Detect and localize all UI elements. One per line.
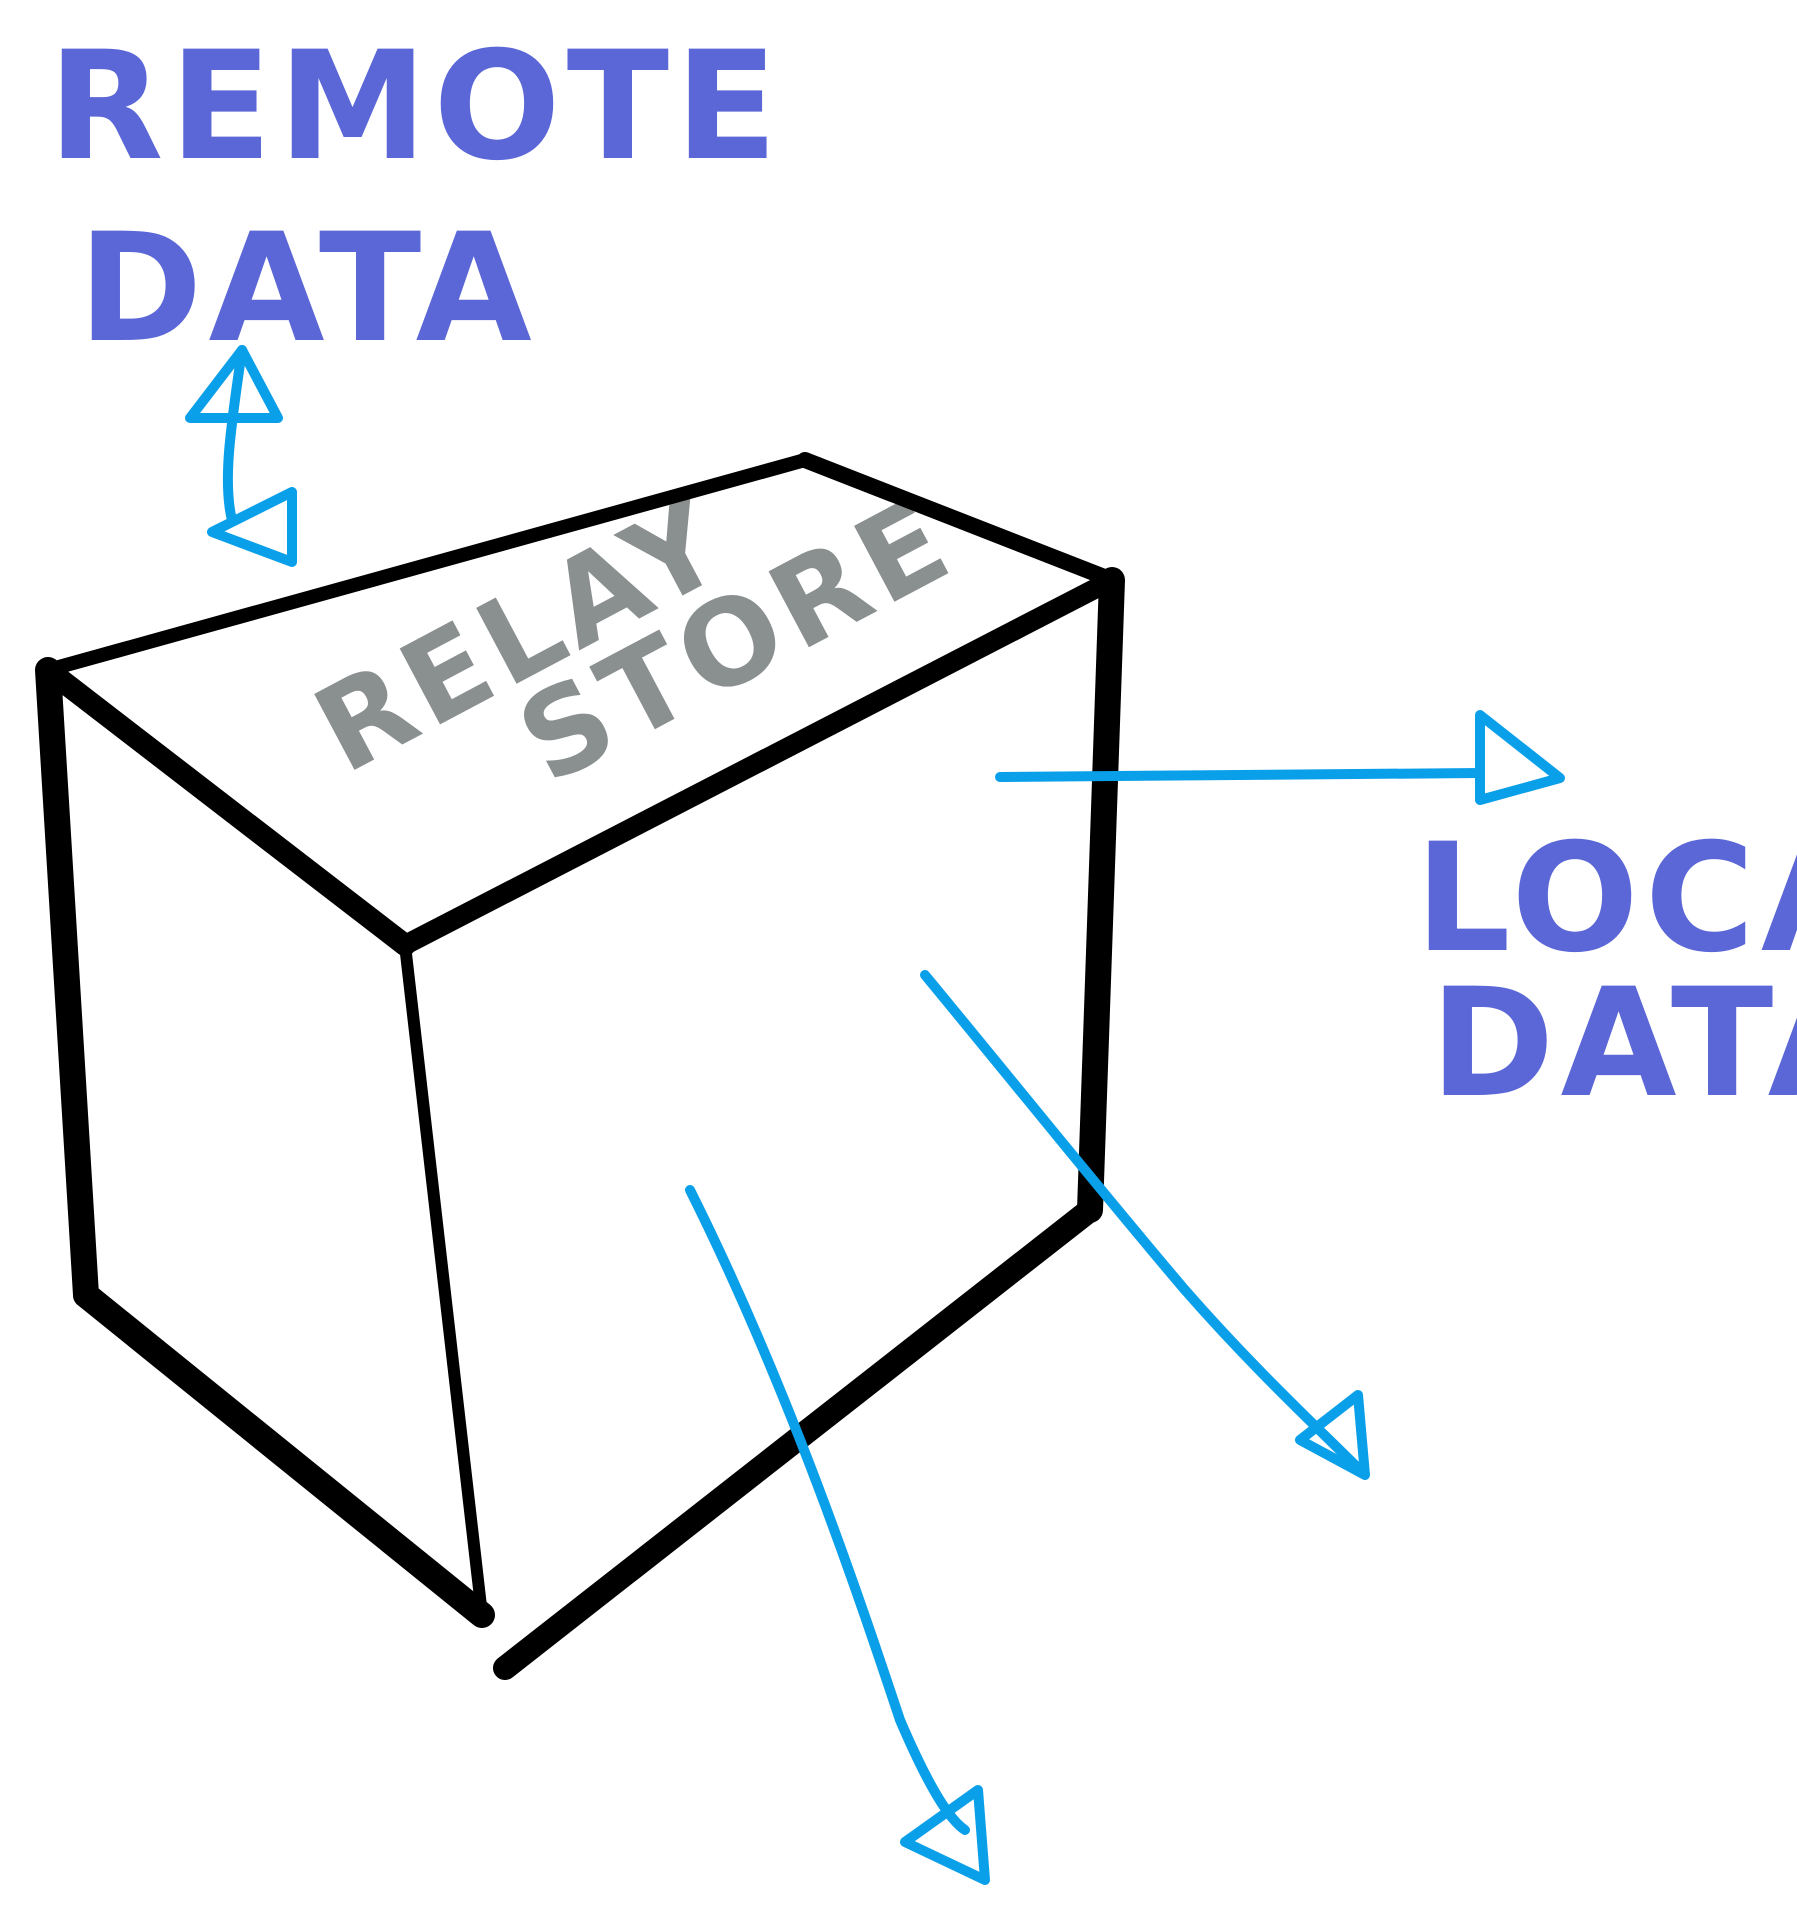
local-arrow-head <box>1475 710 1565 805</box>
remote-data-double-arrow <box>185 345 297 567</box>
remote-data-label-line2: DATA <box>78 202 538 376</box>
box-left-edge <box>35 657 99 1308</box>
box-right-edge <box>1077 567 1125 1223</box>
box-top-front-right-edge <box>395 570 1122 955</box>
output-arrow-right-down-shaft <box>920 970 1365 1475</box>
box-top-front-left-edge <box>37 659 416 956</box>
output-arrow-down <box>685 1185 990 1885</box>
output-arrow-right-down-head <box>1295 1390 1370 1480</box>
box-top-back-left-edge <box>41 453 812 677</box>
remote-arrow-head-up <box>185 345 283 423</box>
box-top-back-right-edge <box>797 452 1120 588</box>
output-arrow-down-head <box>900 1785 990 1885</box>
store-label: RELAY STORE <box>293 469 974 810</box>
remote-arrow-shaft <box>222 345 247 525</box>
box-front-edge <box>399 939 488 1621</box>
output-arrow-down-shaft <box>685 1185 970 1835</box>
local-arrow-shaft <box>995 768 1485 782</box>
local-data-label-line2: DATA <box>1430 957 1797 1131</box>
output-arrow-right-down <box>920 970 1370 1480</box>
remote-arrow-head-down <box>207 487 297 567</box>
box-bottom-left-edge <box>73 1282 495 1628</box>
remote-data-label-line1: REMOTE <box>48 20 784 194</box>
local-data-label-line1: LOCAL <box>1415 812 1797 986</box>
local-data-arrow <box>995 710 1565 805</box>
